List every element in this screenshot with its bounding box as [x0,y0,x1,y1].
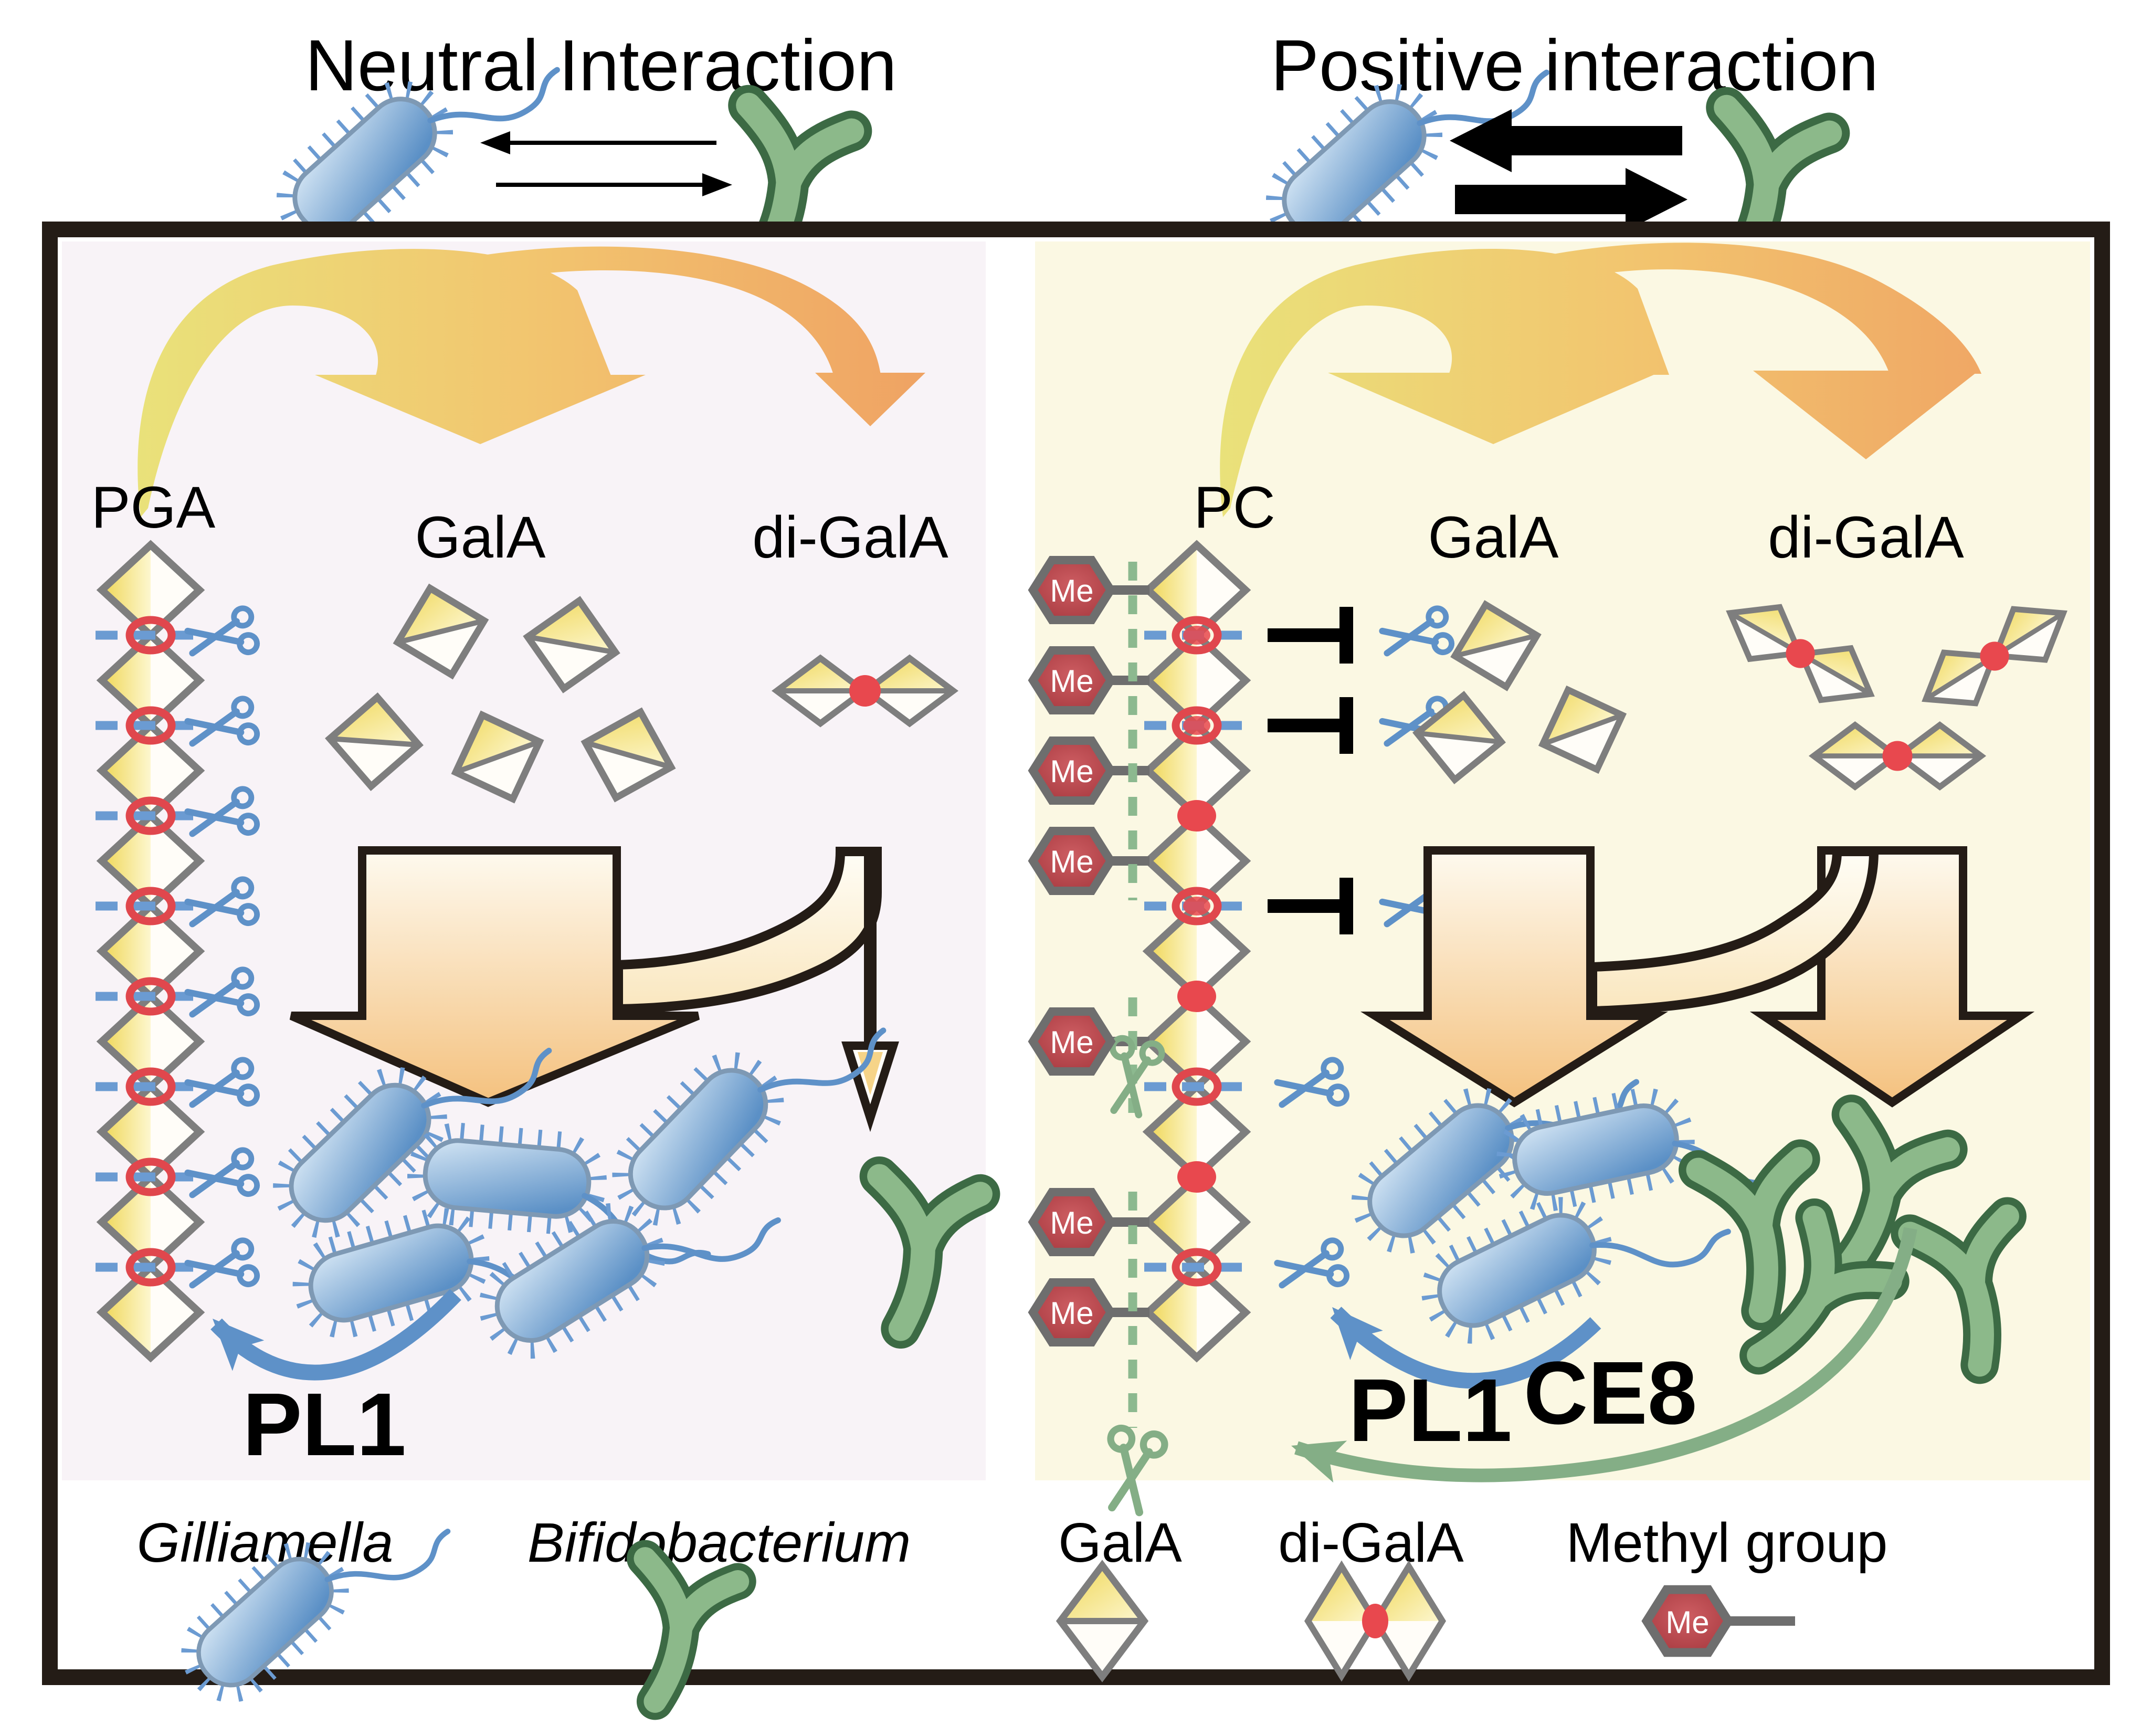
me-label: Me [1050,754,1093,789]
methylated-bond [1177,981,1216,1012]
gala-label-left: GalA [415,504,546,570]
me-label: Me [1050,1205,1093,1240]
neutral-interaction-icons [270,0,853,277]
arch-head-digala [1753,371,1979,459]
pc-cleavage-sites [1144,607,1453,1296]
me-label: Me [1050,1025,1093,1060]
pl1-label-left: PL1 [242,1375,406,1475]
methylated-bond [1177,1161,1216,1193]
pl1-label-right: PL1 [1348,1361,1512,1460]
me-label: Me [1050,573,1093,608]
methyl-group-legend-icon: Me [1647,1590,1795,1653]
gala-legend-icon [1056,1560,1149,1682]
gala-legend-label: GalA [1058,1512,1182,1574]
neutral-panel: PGA GalA di-GalA [91,246,981,1475]
legend: Gilliamella Bifidobacterium GalA di-GalA… [137,1461,1888,1728]
neutral-title: Neutral Interaction [305,25,897,106]
arch-head-digala [815,373,925,426]
me-label: Me [1050,664,1093,699]
pga-degradation-arch [138,246,925,517]
digala-legend-icon [1304,1560,1447,1682]
cleavable-site [1144,1239,1348,1296]
weak-exchange-arrows [480,131,732,196]
positive-interaction-icons [1259,0,1831,279]
gala-consumption-arrow-right [1360,846,1668,1108]
header: Neutral Interaction Positive interaction [270,0,1879,279]
pl1-arrow-left [196,1289,461,1381]
blocked-site [1144,607,1453,664]
blocked-site [1144,697,1453,754]
gala-consumption-arrow [289,846,700,1107]
digala-legend-label: di-GalA [1278,1512,1464,1574]
digala-branch-band [614,847,882,1014]
me-label: Me [1665,1605,1709,1640]
pc-chain [1148,545,1246,1358]
ce8-label: CE8 [1524,1343,1697,1443]
me-label: Me [1050,844,1093,879]
pga-cleavage-sites [96,607,259,1296]
gala-label-right: GalA [1428,504,1559,570]
arch-head-gala [1328,373,1659,444]
digala-label-left: di-GalA [752,504,948,570]
positive-panel: PC GalA di-GalA Me Me Me Me Me Me Me [1033,243,2079,1514]
positive-title: Positive interaction [1271,25,1879,106]
strong-exchange-arrows [1450,109,1687,231]
bifidobacterium-legend-label: Bifidobacterium [528,1512,911,1574]
methyl-group-legend-label: Methyl group [1566,1512,1888,1574]
pga-chain [102,545,199,1358]
digala-label-right: di-GalA [1768,504,1964,570]
pc-label: PC [1194,475,1275,540]
ce8-arrow [1284,1227,1917,1483]
me-label: Me [1050,1296,1093,1331]
cleavable-site [1144,1058,1348,1116]
arch-head-gala [315,375,646,444]
blocked-site [1144,878,1453,935]
pc-degradation-arch [1220,243,1981,517]
pga-label: PGA [91,475,216,540]
methylated-bond [1177,800,1216,832]
shared-flow-band [1588,847,1879,1016]
methyl-hexagons: Me Me Me Me Me Me Me [1033,560,1111,1342]
pl1-arrow-right [1315,1292,1601,1389]
ce8-demethylation-line [1099,562,1166,1514]
gilliamella-legend-label: Gilliamella [137,1512,394,1574]
